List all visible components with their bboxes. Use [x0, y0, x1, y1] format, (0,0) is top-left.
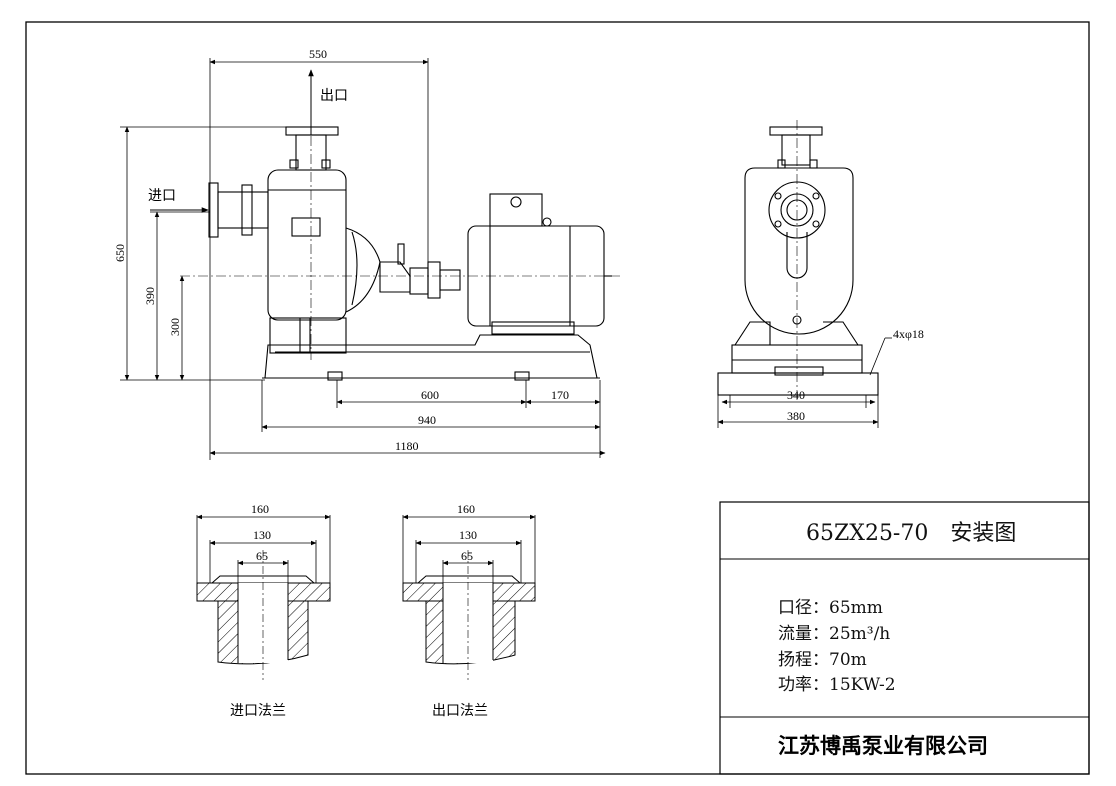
drawing-title: 65ZX25-70 安装图 [806, 521, 1016, 546]
inlet-flange-dim-bolt: 130 [253, 528, 271, 542]
dim-300: 300 [168, 318, 182, 336]
dim-380: 380 [787, 409, 805, 423]
dim-1180: 1180 [395, 439, 419, 453]
drawing-frame [25, 21, 1090, 775]
dim-340: 340 [787, 388, 805, 402]
dim-940: 940 [418, 413, 436, 427]
outlet-label: 出口 [320, 88, 348, 104]
front-view [208, 126, 612, 381]
spec-line-3: 扬程：70m [778, 650, 867, 670]
spec-line-1: 口径：65mm [778, 598, 883, 618]
outlet-flange-caption: 出口法兰 [432, 703, 488, 719]
base-frame [264, 334, 598, 379]
company-name: 江苏博禹泵业有限公司 [778, 733, 988, 758]
inlet-flange-caption: 进口法兰 [230, 703, 286, 719]
dim-holes: 4xφ18 [893, 327, 924, 341]
dim-390: 390 [143, 287, 157, 305]
centerlines [180, 100, 620, 360]
title-block: 65ZX25-70 安装图 口径：65mm 流量：25m³/h 扬程：70m 功… [719, 501, 1090, 775]
dim-650: 650 [113, 244, 127, 262]
side-casing [744, 167, 854, 335]
dim-170: 170 [551, 388, 569, 402]
side-view [717, 126, 879, 396]
outlet-flange-dim-bore: 65 [461, 549, 473, 563]
side-view-dimensions [717, 337, 892, 428]
outlet-flange-dim-outer: 160 [457, 502, 475, 516]
pump-casing [267, 169, 347, 321]
inlet-flange-dim-outer: 160 [251, 502, 269, 516]
spec-line-2: 流量：25m³/h [778, 624, 890, 644]
dim-600: 600 [421, 388, 439, 402]
outlet-flange-detail: 160 130 65 出口法兰 [402, 502, 536, 719]
inlet-flange-dim-bore: 65 [256, 549, 268, 563]
front-view-dimensions [120, 58, 606, 460]
spec-line-4: 功率：15KW-2 [778, 675, 896, 695]
inlet-label: 进口 [148, 188, 176, 204]
outlet-flange-dim-bolt: 130 [459, 528, 477, 542]
inlet-flange-detail: 160 130 65 进口法兰 [196, 502, 331, 719]
dim-550: 550 [309, 47, 327, 61]
